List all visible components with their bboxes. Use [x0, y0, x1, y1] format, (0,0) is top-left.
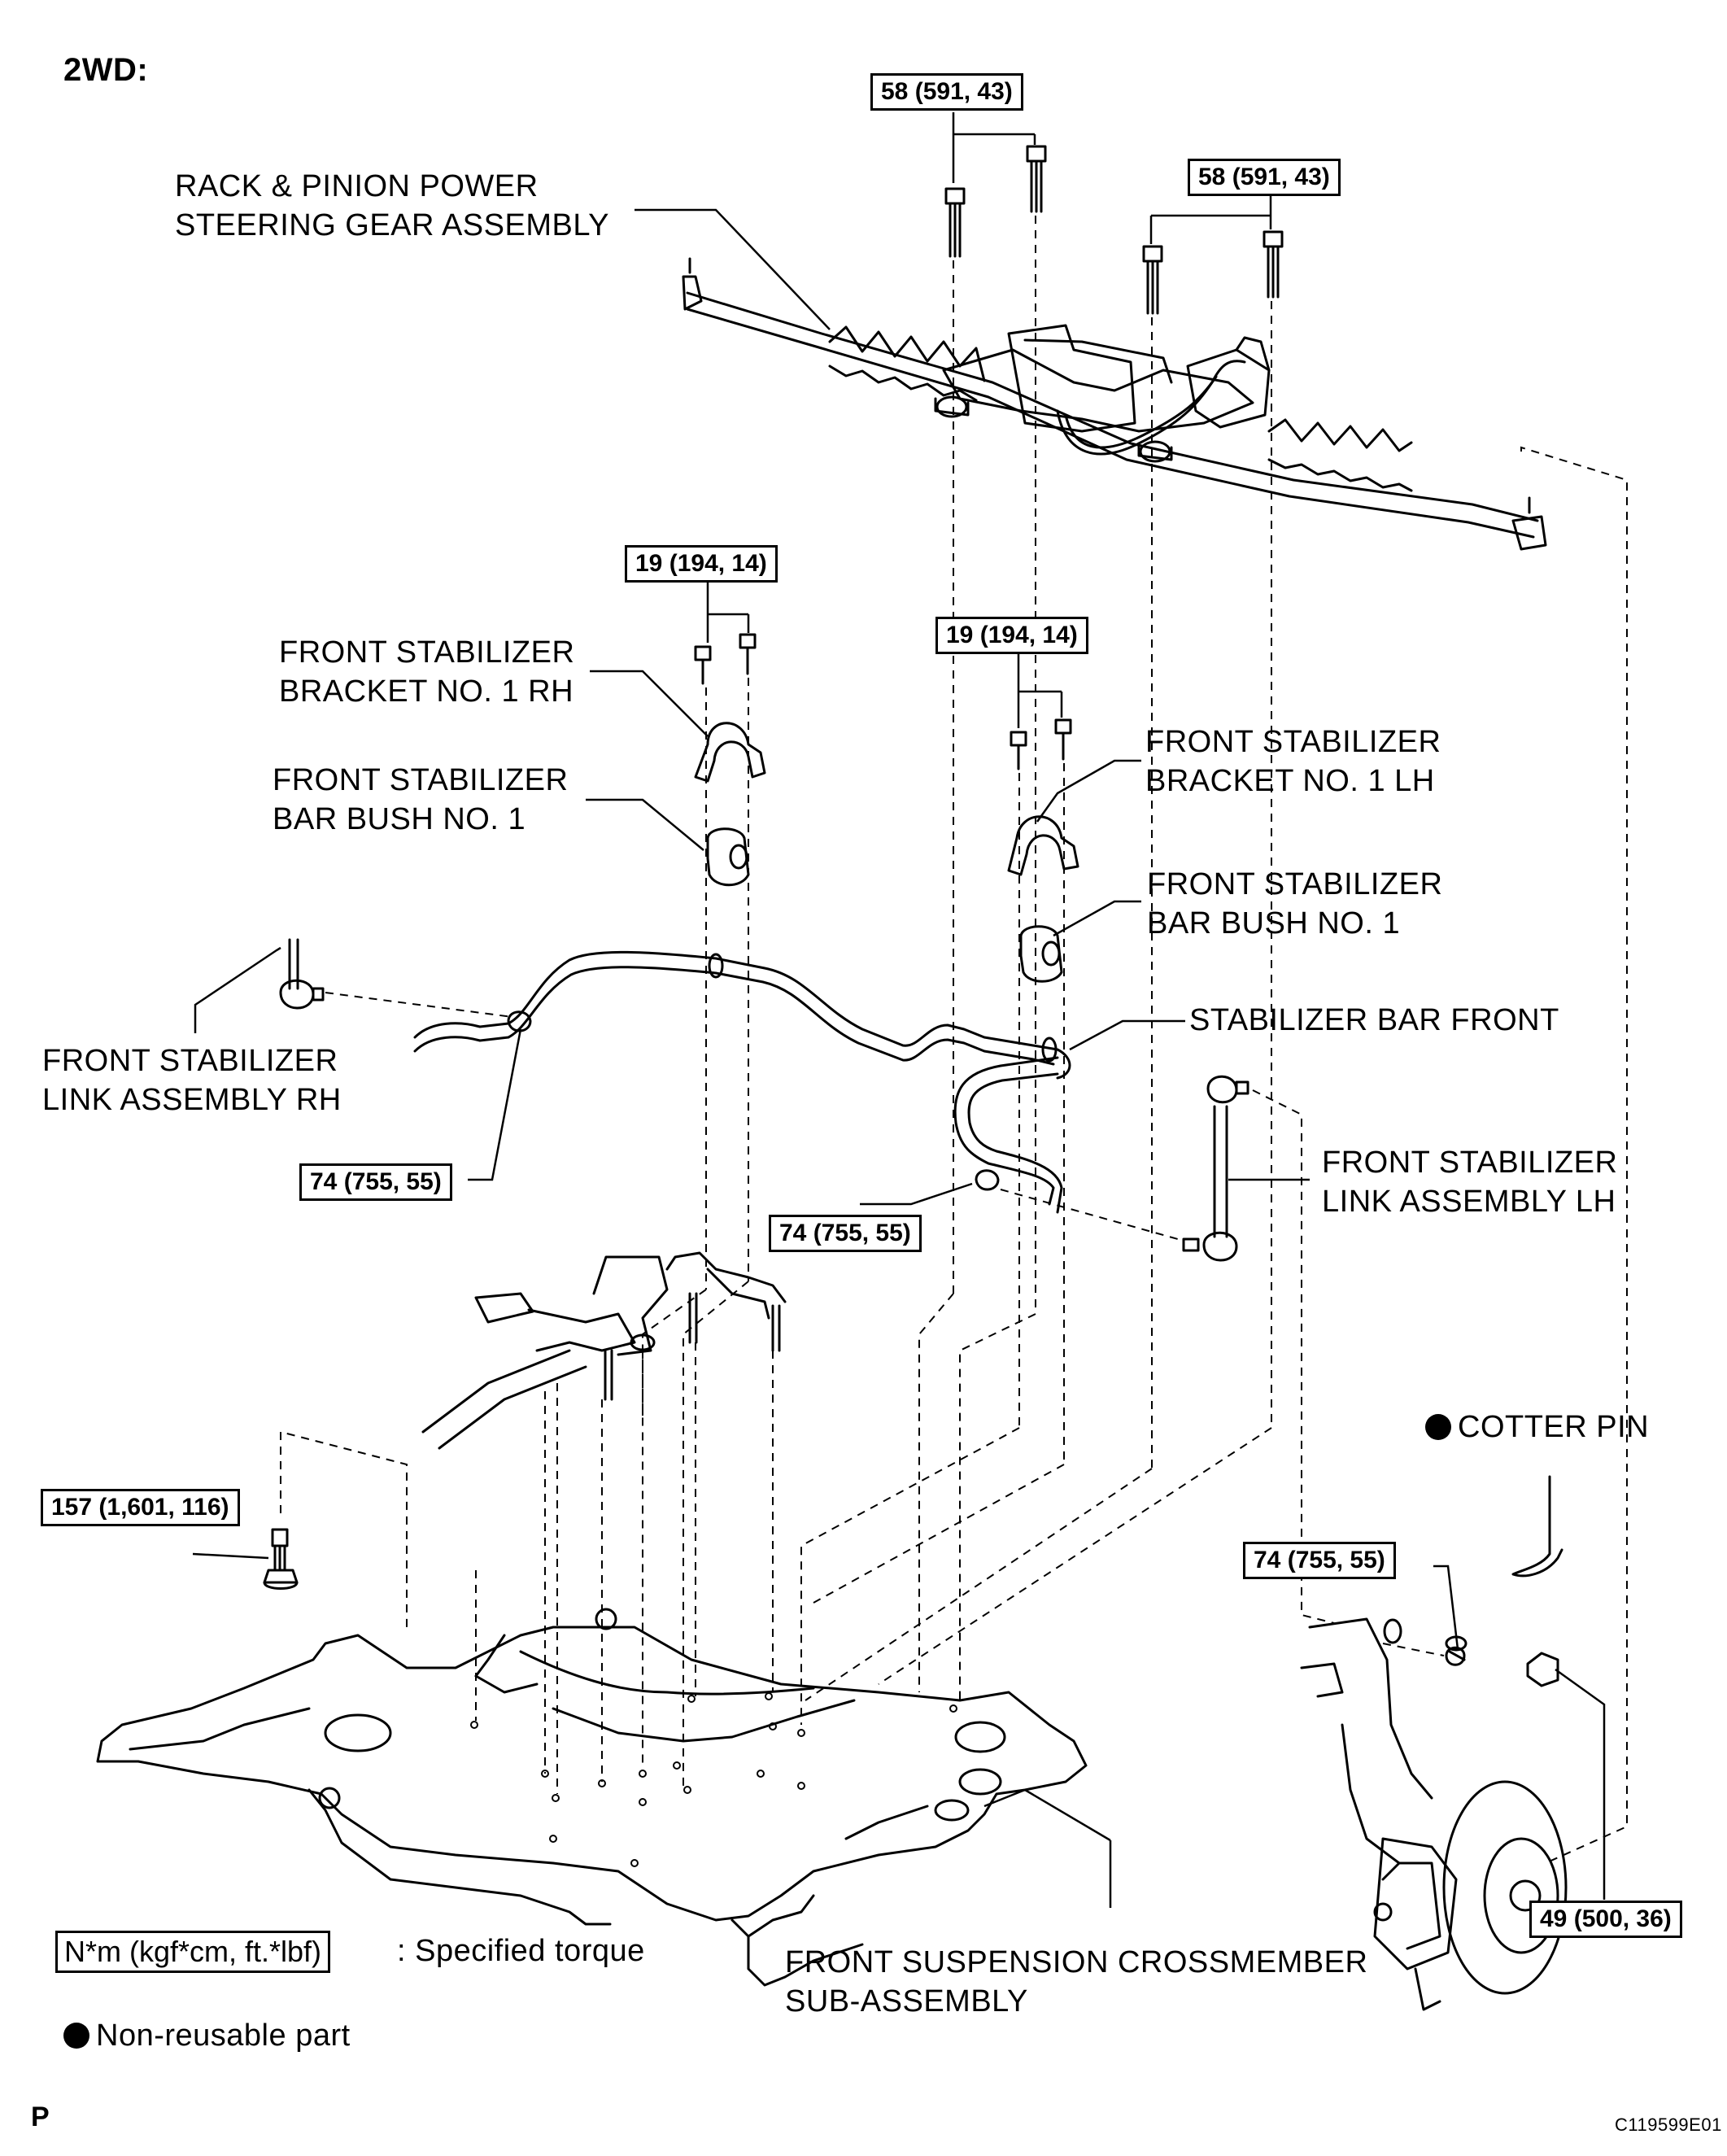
- torque-crossmember-bolt: 157 (1,601, 116): [41, 1489, 240, 1526]
- cotter-pin-text: COTTER PIN: [1458, 1410, 1650, 1444]
- torque-link-rh-nut: 74 (755, 55): [299, 1163, 452, 1201]
- legend-torque-units: N*m (kgf*cm, ft.*lbf): [55, 1931, 331, 1973]
- torque-bracket-lh-bolts: 19 (194, 14): [935, 617, 1088, 654]
- label-cotter-pin: COTTER PIN: [1425, 1408, 1649, 1447]
- legend-non-reusable: Non-reusable part: [63, 2016, 351, 2055]
- torque-link-lh-nut: 74 (755, 55): [769, 1215, 922, 1252]
- link-lh-drawing: [975, 1075, 1249, 1262]
- steering-gear-drawing: [682, 257, 1547, 551]
- label-bush-rh: FRONT STABILIZER BAR BUSH NO. 1: [273, 763, 569, 836]
- torque-bracket-rh-bolts: 19 (194, 14): [625, 545, 778, 583]
- label-link-rh: FRONT STABILIZER LINK ASSEMBLY RH: [42, 1044, 342, 1117]
- label-stabilizer-bar: STABILIZER BAR FRONT: [1189, 1003, 1559, 1037]
- label-steering-gear: RACK & PINION POWER STEERING GEAR ASSEMB…: [175, 169, 610, 242]
- stabilizer-mount-rh-drawing: [694, 633, 766, 887]
- label-bracket-lh: FRONT STABILIZER BRACKET NO. 1 LH: [1145, 725, 1441, 798]
- page-mark: P: [31, 2101, 50, 2132]
- label-bracket-rh: FRONT STABILIZER BRACKET NO. 1 RH: [279, 635, 575, 709]
- label-bush-lh: FRONT STABILIZER BAR BUSH NO. 1: [1147, 867, 1443, 941]
- non-reusable-text: Non-reusable part: [96, 2019, 351, 2053]
- link-rh-drawing: [279, 938, 532, 1032]
- stabilizer-bar-drawing: [413, 950, 1071, 1214]
- torque-tie-rod-nut: 49 (500, 36): [1529, 1901, 1682, 1938]
- figure-code: C119599E01: [1615, 2115, 1722, 2135]
- page-title: 2WD:: [63, 52, 149, 88]
- torque-knuckle-link-nut: 74 (755, 55): [1243, 1542, 1396, 1579]
- steering-bolts-drawing: [944, 145, 1284, 315]
- torque-steering-bolts-left: 58 (591, 43): [870, 73, 1023, 111]
- non-reusable-marker-icon: [1425, 1414, 1451, 1440]
- non-reusable-legend-icon: [63, 2023, 89, 2049]
- label-crossmember: FRONT SUSPENSION CROSSMEMBER SUB-ASSEMBL…: [785, 1945, 1368, 2019]
- steering-knuckle-drawing: [1300, 1475, 1568, 2011]
- legend-torque-desc: : Specified torque: [397, 1934, 645, 1968]
- torque-steering-bolts-right: 58 (591, 43): [1188, 159, 1341, 196]
- crossmember-drawing: [96, 1251, 1088, 1987]
- label-link-lh: FRONT STABILIZER LINK ASSEMBLY LH: [1322, 1146, 1618, 1219]
